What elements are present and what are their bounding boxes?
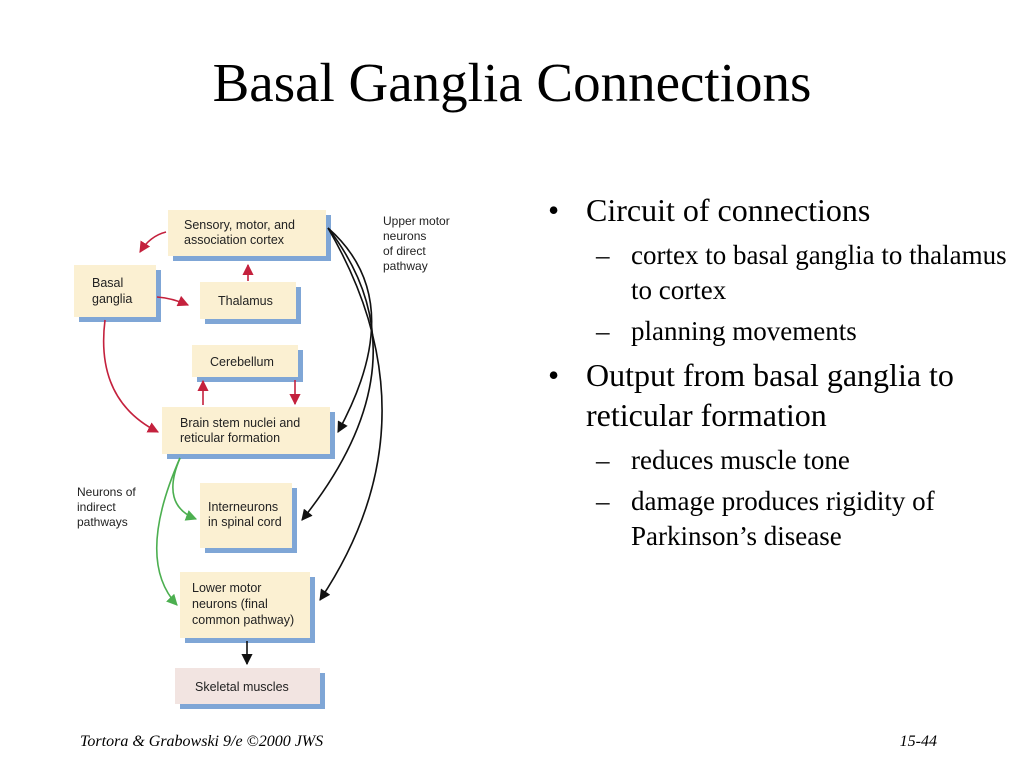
box-lower-motor-line-2: neurons (final — [192, 597, 268, 611]
bullet-2-sub-1-text: reduces muscle tone — [631, 445, 850, 475]
arrow-cortex-to-brainstem — [327, 227, 373, 433]
bullet-1-text: Circuit of connections — [586, 192, 871, 228]
basal-ganglia-diagram: Sensory, motor, and association cortex B… — [74, 210, 450, 709]
bullet-2-text: Output from basal ganglia to reticular f… — [586, 357, 954, 433]
box-brainstem-line-2: reticular formation — [180, 431, 280, 445]
bullet-1: •Circuit of connections — [548, 192, 871, 228]
bullet-2-sub-2-text: damage produces rigidity of Parkinson’s … — [631, 486, 935, 551]
footer-slide-number: 15-44 — [899, 733, 937, 750]
bullet-2-sub-1: –reduces muscle tone — [596, 445, 850, 475]
arrow-cortex-to-basal — [139, 231, 167, 253]
bullet-1-sub-2-text: planning movements — [631, 316, 857, 346]
arrow-cortex-to-interneurons — [301, 227, 374, 521]
arrow-cortex-to-lower-motor — [319, 227, 383, 601]
box-cortex-line-1: Sensory, motor, and — [184, 218, 295, 232]
box-basal-ganglia: Basal ganglia — [74, 265, 161, 322]
bullet-list: •Circuit of connections –cortex to basal… — [548, 190, 1018, 560]
note-indirect-line-2: indirect — [77, 500, 116, 514]
box-interneurons: Interneurons in spinal cord — [200, 483, 297, 553]
box-interneurons-line-1: Interneurons — [208, 500, 278, 514]
bullet-2: •Output from basal ganglia to reticular … — [548, 357, 954, 433]
box-brainstem: Brain stem nuclei and reticular formatio… — [162, 407, 335, 459]
bullet-1-sub-1: –cortex to basal ganglia to thalamus to … — [596, 240, 1007, 305]
arrow-brainstem-to-lower-motor — [155, 457, 181, 606]
box-cerebellum: Cerebellum — [192, 345, 303, 382]
note-indirect-line-3: pathways — [77, 515, 128, 529]
box-interneurons-line-2: in spinal cord — [208, 515, 282, 529]
bullet-2-sub-2: –damage produces rigidity of Parkinson’s… — [596, 486, 935, 551]
box-lower-motor-neurons: Lower motor neurons (final common pathwa… — [180, 572, 315, 643]
box-lower-motor-line-3: common pathway) — [192, 613, 294, 627]
note-upper-motor-line-3: of direct — [383, 244, 426, 258]
arrow-basal-to-brainstem — [102, 319, 159, 433]
bullet-1-sub-2: –planning movements — [596, 316, 857, 346]
box-brainstem-line-1: Brain stem nuclei and — [180, 416, 300, 430]
note-upper-motor-line-2: neurons — [383, 229, 426, 243]
box-skeletal-muscles: Skeletal muscles — [175, 668, 325, 709]
note-indirect-pathways: Neurons of indirect pathways — [77, 485, 136, 529]
box-cerebellum-line-1: Cerebellum — [210, 355, 274, 369]
footer-citation: Tortora & Grabowski 9/e ©2000 JWS — [80, 733, 324, 750]
bullet-1-sub-1-text: cortex to basal ganglia to thalamus to c… — [631, 240, 1007, 305]
note-upper-motor-line-4: pathway — [383, 259, 428, 273]
arrow-basal-to-thalamus — [156, 295, 190, 307]
box-cortex-line-2: association cortex — [184, 233, 285, 247]
box-basal-ganglia-line-1: Basal — [92, 276, 123, 290]
box-cortex: Sensory, motor, and association cortex — [168, 210, 331, 261]
box-basal-ganglia-line-2: ganglia — [92, 292, 132, 306]
note-indirect-line-1: Neurons of — [77, 485, 136, 499]
box-thalamus: Thalamus — [200, 282, 301, 324]
note-upper-motor-neurons: Upper motor neurons of direct pathway — [383, 214, 450, 273]
box-skeletal-line-1: Skeletal muscles — [195, 680, 289, 694]
box-lower-motor-line-1: Lower motor — [192, 581, 261, 595]
box-thalamus-line-1: Thalamus — [218, 294, 273, 308]
note-upper-motor-line-1: Upper motor — [383, 214, 450, 228]
slide-title: Basal Ganglia Connections — [212, 52, 812, 113]
